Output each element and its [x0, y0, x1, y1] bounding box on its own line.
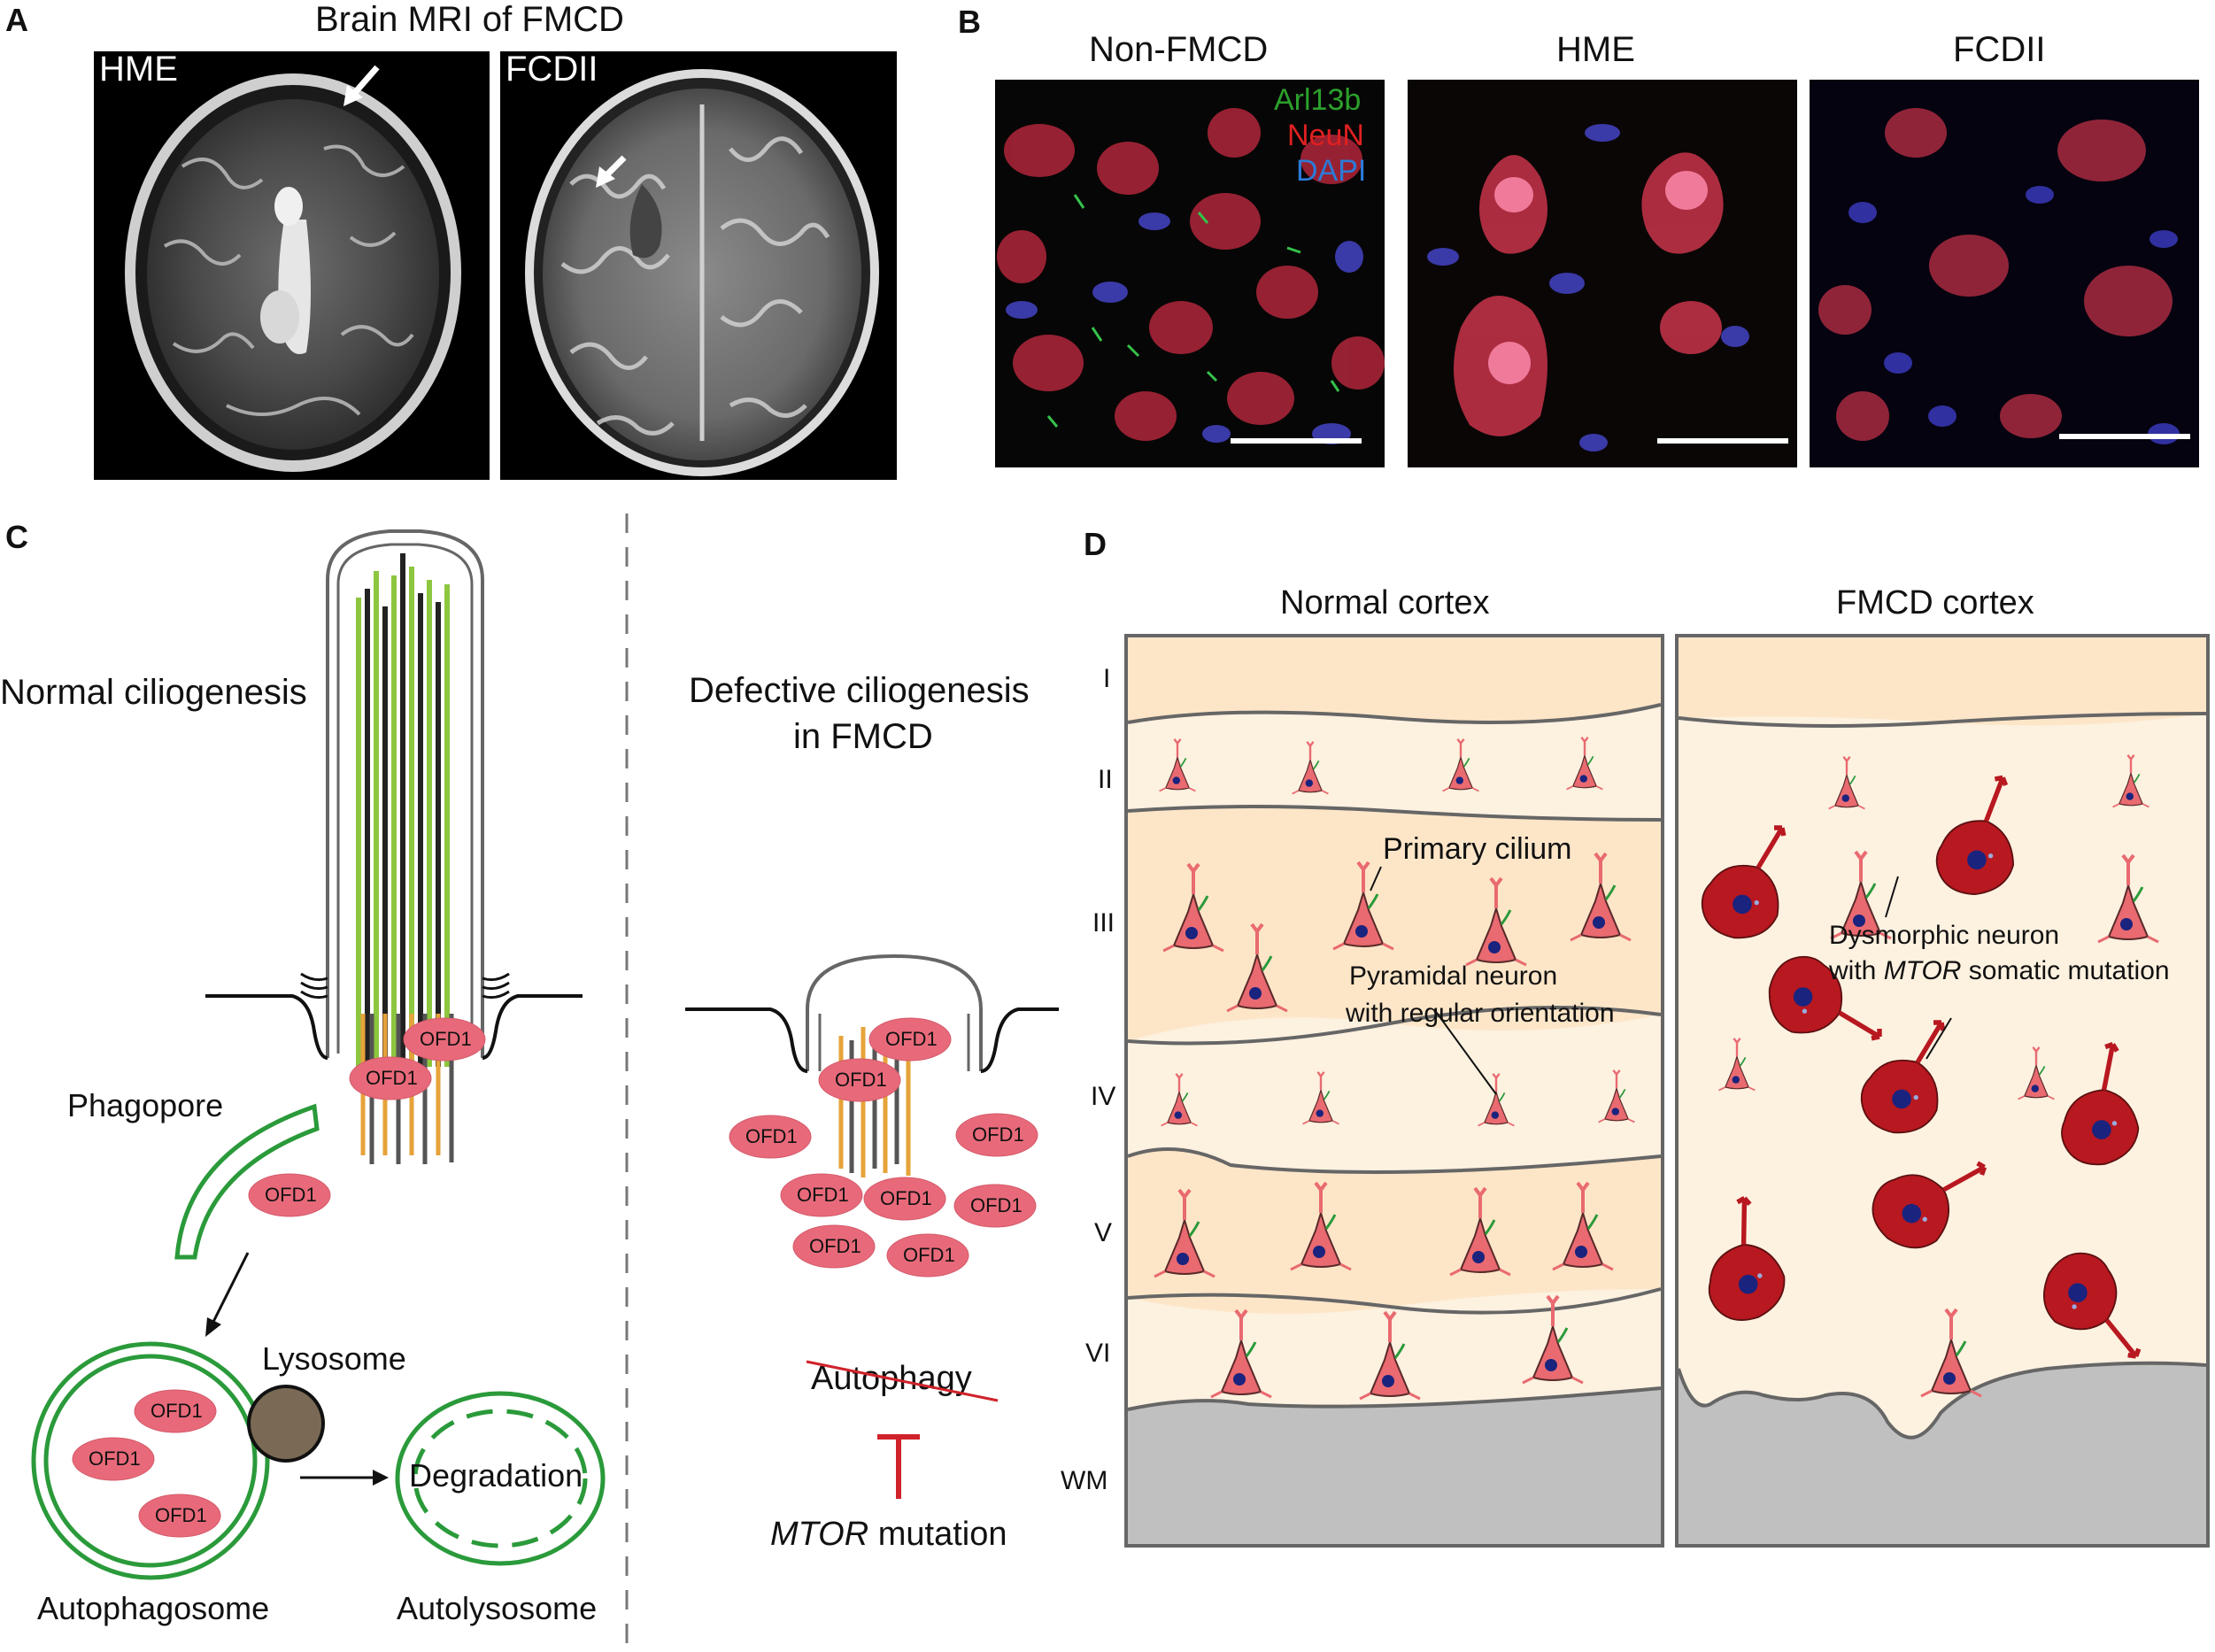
normal-cortex-title: Normal cortex: [1280, 584, 1490, 621]
microscopy-image-non-fmcd: Arl13b NeuN DAPI: [995, 80, 1385, 467]
ofd1-protein: OFD1: [777, 1170, 866, 1220]
arrow-icon: [596, 155, 627, 188]
inhibition-icon: [877, 1434, 920, 1499]
arrow-icon: [343, 65, 380, 106]
ofd1-label: OFD1: [89, 1447, 141, 1470]
lysosome-label: Lysosome: [262, 1340, 406, 1377]
layer-label-iii: III: [1092, 908, 1115, 938]
layer-label-wm: WM: [1061, 1466, 1108, 1495]
ofd1-protein: OFD1: [135, 1491, 224, 1540]
ofd1-protein: OFD1: [69, 1434, 158, 1484]
arrow-icon: [300, 1470, 389, 1486]
ofd1-label: OFD1: [797, 1184, 849, 1206]
panel-letter-b: B: [958, 4, 981, 40]
mtor-gene-name: MTOR: [770, 1516, 869, 1553]
ofd1-label: OFD1: [155, 1504, 207, 1526]
pyramidal-neuron-label-line2: with regular orientation: [1346, 999, 1615, 1028]
defective-ciliogenesis-title-line2: in FMCD: [793, 717, 933, 756]
arrow-icon: [205, 1252, 250, 1337]
layer-label-ii: II: [1098, 765, 1113, 794]
ofd1-protein: OFD1: [131, 1386, 220, 1436]
ofd1-protein: OFD1: [861, 1174, 949, 1224]
fmcd-cortex-title: FMCD cortex: [1836, 584, 2034, 621]
ofd1-label: OFD1: [366, 1067, 418, 1089]
mri-image-fcdii: FCDII: [500, 51, 897, 480]
ofd1-label: OFD1: [265, 1184, 317, 1206]
phagopore-shape: [174, 1103, 320, 1260]
ofd1-protein: OFD1: [951, 1181, 1039, 1231]
layer-label-v: V: [1094, 1218, 1113, 1247]
panel-divider: [625, 513, 629, 1652]
panel-letter-a: A: [5, 2, 28, 38]
ofd1-protein: OFD1: [245, 1170, 334, 1220]
ofd1-protein: OFD1: [346, 1054, 435, 1103]
fmcd-cortex-diagram: [1675, 634, 2210, 1548]
normal-ciliogenesis-title: Normal ciliogenesis: [0, 673, 307, 712]
strikethrough-line: [806, 1360, 999, 1402]
lysosome: [247, 1385, 325, 1463]
ofd1-label: OFD1: [880, 1187, 932, 1209]
ofd1-protein: OFD1: [884, 1231, 972, 1280]
panel-a-title: Brain MRI of FMCD: [315, 0, 624, 39]
ofd1-label: OFD1: [150, 1400, 203, 1422]
normal-cilium-diagram: [205, 529, 583, 1164]
defective-ciliogenesis-title-line1: Defective ciliogenesis: [689, 671, 1030, 710]
legend-arl13b: Arl13b: [1274, 83, 1362, 117]
phagopore-label: Phagopore: [67, 1087, 224, 1123]
mri-image-hme: HME: [94, 51, 490, 480]
ofd1-label: OFD1: [903, 1244, 955, 1266]
ofd1-protein: OFD1: [815, 1055, 904, 1105]
dysmorphic-label-suffix: somatic mutation: [1961, 956, 2170, 985]
pyramidal-neuron-label-line1: Pyramidal neuron: [1349, 961, 1558, 991]
layer-label-vi: VI: [1085, 1339, 1111, 1368]
mutation-text: mutation: [868, 1516, 1007, 1553]
degradation-label: Degradation: [409, 1457, 583, 1494]
mtor-mutation-label: MTOR mutation: [770, 1516, 1007, 1554]
ofd1-protein: OFD1: [953, 1110, 1041, 1160]
ofd1-label: OFD1: [809, 1235, 861, 1257]
microscopy-image-fcdii: [1810, 80, 2199, 467]
ofd1-label: OFD1: [970, 1194, 1023, 1216]
dysmorphic-neuron-label-line1: Dysmorphic neuron: [1829, 921, 2060, 950]
ofd1-protein: OFD1: [866, 1015, 954, 1064]
autolysosome: [395, 1391, 606, 1566]
ofd1-label: OFD1: [420, 1028, 472, 1050]
legend-dapi: DAPI: [1296, 154, 1367, 188]
legend-neun: NeuN: [1287, 119, 1364, 152]
panel-b-header-fcdii: FCDII: [1953, 30, 2046, 69]
mri-label-hme: HME: [99, 51, 178, 89]
microscopy-image-hme: [1408, 80, 1797, 467]
dysmorphic-label-prefix: with: [1829, 956, 1884, 985]
normal-cortex-diagram: [1124, 634, 1664, 1548]
primary-cilium-label: Primary cilium: [1383, 832, 1572, 866]
panel-b-header-hme: HME: [1556, 30, 1635, 69]
ofd1-label: OFD1: [972, 1123, 1024, 1146]
autophagosome-label: Autophagosome: [37, 1590, 270, 1626]
panel-letter-c: C: [5, 519, 28, 555]
ofd1-label: OFD1: [835, 1069, 887, 1091]
mri-label-fcdii: FCDII: [506, 51, 598, 89]
panel-b-header-non-fmcd: Non-FMCD: [1089, 30, 1269, 69]
ofd1-label: OFD1: [745, 1125, 798, 1147]
ofd1-protein: OFD1: [790, 1222, 878, 1271]
ofd1-protein: OFD1: [726, 1112, 814, 1162]
layer-label-i: I: [1103, 664, 1111, 693]
panel-letter-d: D: [1084, 526, 1107, 562]
mtor-gene-name: MTOR: [1883, 956, 1962, 985]
ofd1-protein: OFD1: [400, 1015, 489, 1064]
ofd1-label: OFD1: [885, 1028, 938, 1050]
dysmorphic-neuron-label-line2: with MTOR somatic mutation: [1829, 956, 2170, 986]
layer-label-iv: IV: [1091, 1082, 1116, 1111]
autolysosome-label: Autolysosome: [397, 1590, 598, 1626]
